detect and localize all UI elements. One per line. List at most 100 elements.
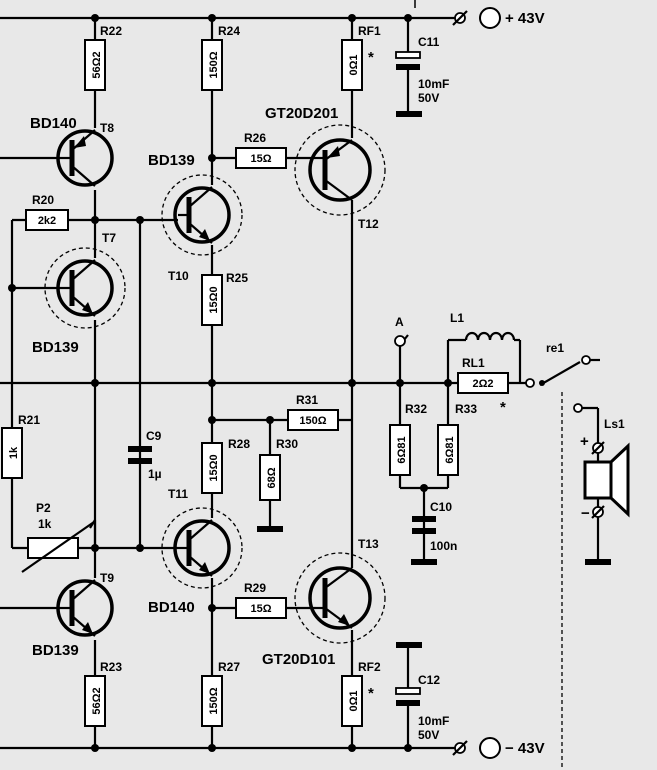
node-a-label: A (395, 315, 404, 329)
relay-re1: re1 (525, 341, 600, 388)
r28-value: 15Ω0 (208, 454, 220, 481)
potentiometer-p2: P2 1k (21, 501, 96, 573)
transistor-t11: BD140 T11 (148, 487, 243, 616)
r31-label: R31 (296, 393, 318, 407)
inductor-l1: L1 (450, 311, 516, 346)
positive-supply-terminal: + 43V (452, 7, 545, 29)
r22-label: R22 (100, 24, 122, 38)
c12-value: 10mF (418, 714, 449, 728)
transistor-t12: GT20D201 T12 (265, 105, 386, 231)
capacitor-c9: C9 1µ (128, 429, 162, 481)
resistor-r27: 150Ω R27 (201, 660, 240, 727)
c11-label: C11 (418, 35, 440, 49)
t11-label: T11 (168, 487, 188, 501)
rf1-value: 0Ω1 (348, 54, 360, 75)
r30-label: R30 (276, 437, 298, 451)
t9-label: T9 (100, 571, 114, 585)
resistor-r28: 15Ω0 R28 (201, 437, 250, 494)
resistor-rf2: 0Ω1 RF2 * (341, 660, 381, 727)
resistor-r24: 150Ω R24 (201, 24, 240, 91)
p2-label: P2 (36, 501, 51, 515)
t11-part: BD140 (148, 599, 195, 616)
r23-label: R23 (100, 660, 122, 674)
r32-label: R32 (405, 402, 427, 416)
r23-value: 56Ω2 (91, 687, 103, 714)
transistor-t10: BD139 T10 (148, 152, 243, 283)
r29-value: 15Ω (250, 603, 271, 615)
resistor-r29: 15Ω R29 (235, 581, 287, 619)
resistor-rf1: 0Ω1 RF1 * (341, 24, 381, 91)
r20-value: 2k2 (38, 215, 56, 227)
resistor-r31: 150Ω R31 (287, 393, 339, 431)
t8-part: BD140 (30, 115, 77, 132)
r30-value: 68Ω (266, 467, 278, 488)
capacitor-c10: C10 100n (412, 500, 457, 553)
t10-part: BD139 (148, 152, 195, 169)
resistor-r32: 6Ω81 R32 (389, 402, 427, 476)
c10-label: C10 (430, 500, 452, 514)
resistor-r33: 6Ω81 R33 (437, 402, 477, 476)
r26-value: 15Ω (250, 153, 271, 165)
c11-voltage: 50V (418, 91, 439, 105)
resistor-r23: 56Ω2 R23 (84, 660, 122, 727)
c12-voltage: 50V (418, 728, 439, 742)
t10-label: T10 (168, 269, 189, 283)
c12-label: C12 (418, 673, 440, 687)
negative-supply-terminal: − 43V (452, 737, 545, 759)
r25-value: 15Ω0 (208, 286, 220, 313)
r26-label: R26 (244, 131, 266, 145)
rf2-value: 0Ω1 (348, 690, 360, 711)
c9-value: 1µ (148, 467, 162, 481)
resistor-rl1: 2Ω2 RL1 * (457, 356, 509, 416)
t12-label: T12 (358, 217, 379, 231)
r31-value: 150Ω (299, 415, 326, 427)
resistor-r26: 15Ω R26 (235, 131, 287, 169)
rl1-label: RL1 (462, 356, 485, 370)
t13-label: T13 (358, 537, 379, 551)
t13-part: GT20D101 (262, 651, 335, 668)
t12-part: GT20D201 (265, 105, 338, 122)
r33-value: 6Ω81 (444, 436, 456, 463)
rl1-value: 2Ω2 (472, 378, 493, 390)
r24-value: 150Ω (208, 51, 220, 78)
speaker-ls1: Ls1 + − (573, 403, 630, 522)
transistor-t8: BD140 T8 (30, 115, 114, 187)
rf2-label: RF2 (358, 660, 381, 674)
r33-label: R33 (455, 402, 477, 416)
r25-label: R25 (226, 271, 248, 285)
capacitor-c12: C12 10mF 50V (395, 673, 449, 742)
t7-part: BD139 (32, 339, 79, 356)
t8-label: T8 (100, 121, 114, 135)
t7-label: T7 (102, 231, 116, 245)
r32-value: 6Ω81 (396, 436, 408, 463)
speaker-plus: + (580, 433, 589, 450)
rf2-star: * (368, 685, 374, 702)
capacitor-c11: C11 10mF 50V (395, 35, 449, 105)
resistor-r22: 56Ω2 R22 (84, 24, 122, 91)
negative-rail-label: − 43V (505, 740, 545, 757)
t9-part: BD139 (32, 642, 79, 659)
r27-value: 150Ω (208, 687, 220, 714)
r21-value: 1k (8, 446, 20, 459)
junction-dots (8, 14, 452, 752)
positive-rail-label: + 43V (505, 10, 545, 27)
resistor-r21: 1k R21 (1, 413, 40, 479)
test-point-a: A (394, 315, 409, 347)
rl1-star: * (500, 399, 506, 416)
p2-value: 1k (38, 517, 52, 531)
resistor-r30: 68Ω R30 (259, 437, 298, 501)
l1-label: L1 (450, 311, 464, 325)
rf1-label: RF1 (358, 24, 381, 38)
r24-label: R24 (218, 24, 240, 38)
r21-label: R21 (18, 413, 40, 427)
c9-label: C9 (146, 429, 162, 443)
r20-label: R20 (32, 193, 54, 207)
speaker-label: Ls1 (604, 417, 625, 431)
speaker-minus: − (581, 505, 590, 522)
resistor-r20: 2k2 R20 (25, 193, 69, 231)
r27-label: R27 (218, 660, 240, 674)
transistor-t7: BD139 T7 (32, 231, 126, 356)
r29-label: R29 (244, 581, 266, 595)
transistor-t9: BD139 T9 (32, 571, 114, 659)
